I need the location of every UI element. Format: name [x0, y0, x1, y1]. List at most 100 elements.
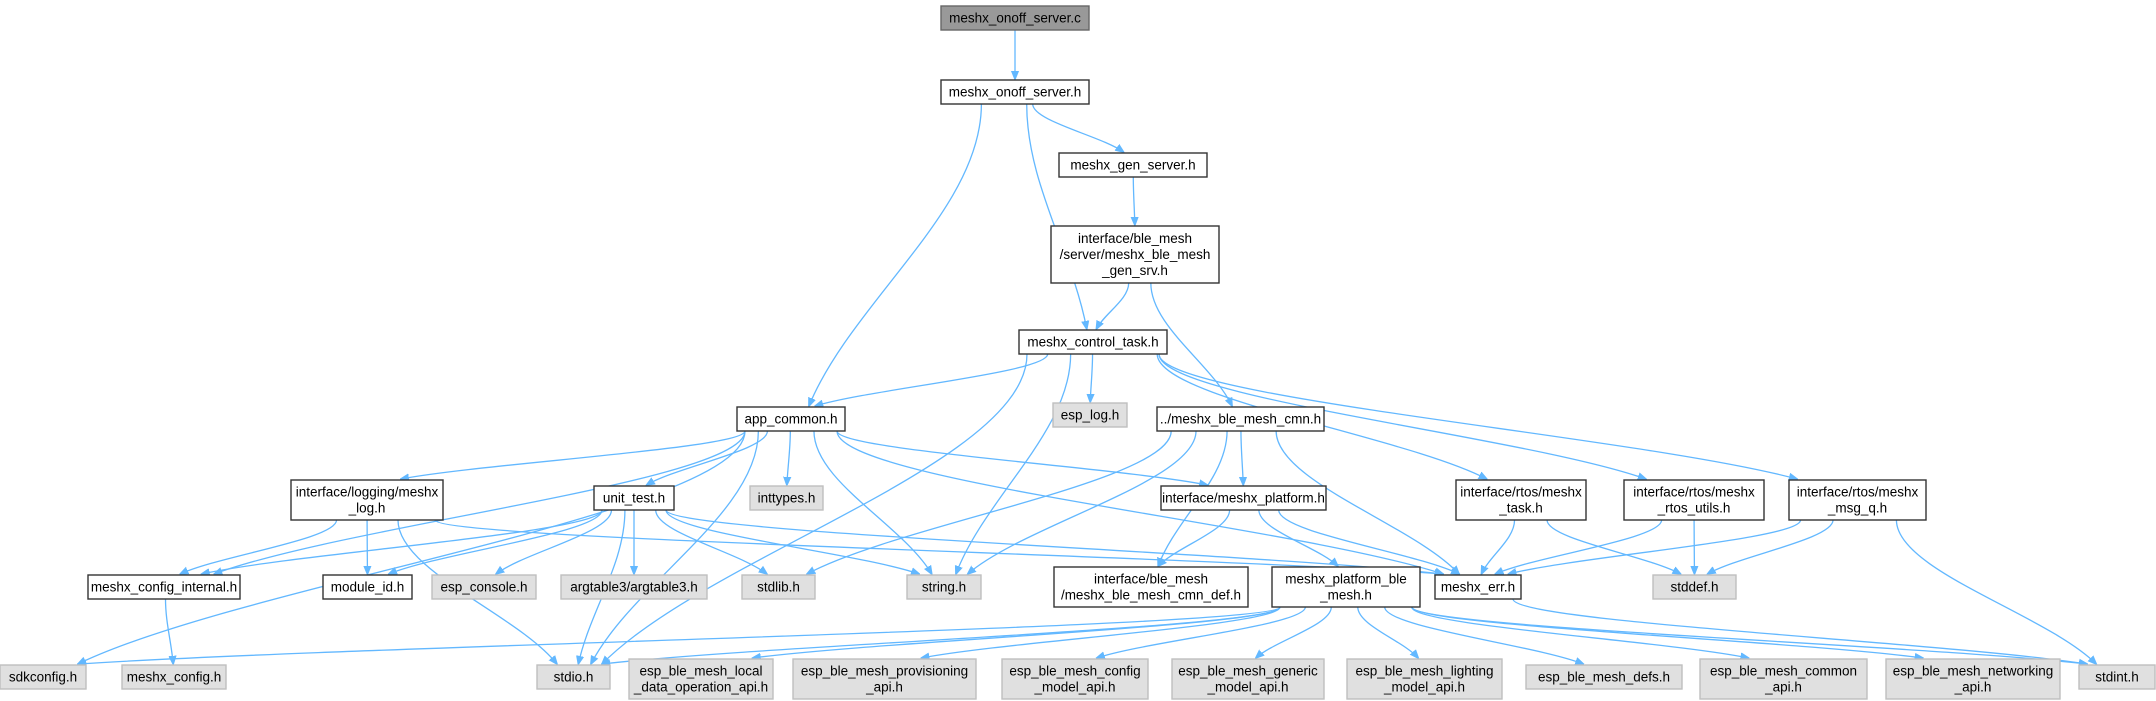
node-label: _task.h [1498, 501, 1543, 516]
edge-logging-to-meshx_err [434, 519, 1443, 574]
node-label: esp_ble_mesh_local [639, 664, 762, 679]
node-module-id[interactable]: module_id.h [322, 574, 413, 600]
node-label: meshx_gen_server.h [1070, 158, 1195, 173]
node-box [1652, 574, 1737, 600]
node-box [1434, 574, 1522, 600]
node-box [1346, 658, 1503, 700]
node-label: esp_ble_mesh_config [1009, 664, 1140, 679]
node-label: _model_api.h [1206, 680, 1288, 695]
node-meshx-config: meshx_config.h [121, 664, 227, 690]
node-label: meshx_control_task.h [1027, 335, 1158, 350]
node-box [593, 485, 675, 511]
node-box [1058, 152, 1208, 178]
node-onoff-h[interactable]: meshx_onoff_server.h [940, 79, 1090, 105]
node-label: sdkconfig.h [9, 670, 77, 685]
node-onoff-c[interactable]: meshx_onoff_server.c [940, 5, 1090, 31]
edge-control-to-rtos_utils [1158, 353, 1646, 479]
node-label: stdio.h [554, 670, 594, 685]
edge-app_common-to-logging [401, 430, 746, 479]
edge-platform-to-meshx_err [1278, 509, 1460, 574]
node-box [1001, 658, 1149, 700]
node-label: interface/rtos/meshx [1460, 485, 1582, 500]
node-cmn-def[interactable]: interface/ble_mesh/meshx_ble_mesh_cmn_de… [1053, 566, 1249, 608]
node-cmn[interactable]: ../meshx_ble_mesh_cmn.h [1156, 406, 1325, 432]
edge-unit_test-to-meshx_err [665, 509, 1443, 574]
node-label: interface/ble_mesh [1094, 572, 1208, 587]
node-platform[interactable]: interface/meshx_platform.h [1160, 485, 1327, 511]
edge-msg_q-to-stddef [1708, 519, 1834, 574]
node-label: meshx_platform_ble [1285, 572, 1407, 587]
edge-control-to-string [956, 353, 1072, 574]
node-label: stddef.h [1670, 580, 1718, 595]
edge-onoff_h-to-gen_server [1032, 103, 1124, 152]
node-box [940, 79, 1090, 105]
node-config-internal[interactable]: meshx_config_internal.h [87, 574, 241, 600]
edge-unit_test-to-stdlib [655, 509, 767, 574]
node-rtos-task[interactable]: interface/rtos/meshx_task.h [1455, 479, 1587, 521]
node-box [749, 485, 824, 511]
node-label: meshx_config.h [127, 670, 222, 685]
edge-unit_test-to-module_id [389, 509, 603, 574]
node-box [121, 664, 227, 690]
node-unit-test[interactable]: unit_test.h [593, 485, 675, 511]
node-label: interface/rtos/meshx [1633, 485, 1755, 500]
edge-rtos_task-to-meshx_err [1481, 519, 1516, 574]
node-label: _data_operation_api.h [633, 680, 768, 695]
node-app-common[interactable]: app_common.h [736, 406, 846, 432]
node-label: _rtos_utils.h [1657, 501, 1731, 516]
edge-platform_ble-to-config_model [1097, 606, 1306, 658]
node-box [1018, 329, 1168, 355]
node-box [431, 574, 537, 600]
node-label: _gen_srv.h [1101, 263, 1168, 278]
node-box [1271, 566, 1421, 608]
node-box [741, 574, 816, 600]
edge-platform_ble-to-networking [1411, 606, 1923, 658]
node-label: meshx_err.h [1441, 580, 1515, 595]
edge-onoff_h-to-control [1026, 103, 1087, 329]
node-label: _api.h [1764, 680, 1802, 695]
node-platform-ble[interactable]: meshx_platform_ble_mesh.h [1271, 566, 1421, 608]
node-argtable: argtable3/argtable3.h [560, 574, 708, 600]
edge-rtos_task-to-stddef [1546, 519, 1681, 574]
node-box [792, 658, 977, 700]
node-box [1623, 479, 1765, 521]
node-label: meshx_onoff_server.c [949, 11, 1081, 26]
edge-config_internal-to-meshx_config [164, 598, 174, 664]
node-string: string.h [906, 574, 982, 600]
edge-gen_srv-to-control [1096, 282, 1130, 329]
edge-platform_ble-to-provisioning [921, 606, 1281, 658]
edge-cmn-to-string [968, 430, 1197, 574]
node-logging[interactable]: interface/logging/meshx_log.h [290, 479, 444, 521]
node-label: interface/ble_mesh [1078, 231, 1192, 246]
dependency-edges [78, 29, 2096, 664]
node-label: esp_ble_mesh_lighting [1355, 664, 1493, 679]
node-box [1053, 566, 1249, 608]
node-generic-model: esp_ble_mesh_generic_model_api.h [1171, 658, 1325, 700]
node-gen-srv[interactable]: interface/ble_mesh/server/meshx_ble_mesh… [1050, 225, 1220, 284]
node-box [1160, 485, 1327, 511]
node-box [2078, 664, 2156, 690]
node-box [940, 5, 1090, 31]
edge-platform_ble-to-defs [1384, 606, 1584, 664]
node-control[interactable]: meshx_control_task.h [1018, 329, 1168, 355]
node-box [87, 574, 241, 600]
node-box [1699, 658, 1868, 700]
node-label: meshx_onoff_server.h [949, 85, 1082, 100]
edge-platform_ble-to-lighting_model [1357, 606, 1418, 658]
edge-app_common-to-meshx_err [836, 430, 1443, 574]
node-label: esp_ble_mesh_generic [1178, 664, 1318, 679]
node-rtos-utils[interactable]: interface/rtos/meshx_rtos_utils.h [1623, 479, 1765, 521]
node-label: _mesh.h [1319, 588, 1372, 603]
edge-platform_ble-to-sdkconfig [78, 606, 1281, 664]
edge-app_common-to-unit_test [647, 430, 769, 485]
edge-platform-to-platform_ble [1258, 509, 1338, 566]
node-label: stdlib.h [757, 580, 800, 595]
node-gen-server[interactable]: meshx_gen_server.h [1058, 152, 1208, 178]
edge-logging-to-config_internal [180, 519, 338, 574]
node-meshx-err[interactable]: meshx_err.h [1434, 574, 1522, 600]
node-common-api: esp_ble_mesh_common_api.h [1699, 658, 1868, 700]
edge-platform_ble-to-generic_model [1256, 606, 1332, 658]
edge-cmn-to-meshx_err [1275, 430, 1459, 574]
edge-app_common-to-config_internal [214, 430, 746, 574]
node-msg-q[interactable]: interface/rtos/meshx_msg_q.h [1788, 479, 1927, 521]
